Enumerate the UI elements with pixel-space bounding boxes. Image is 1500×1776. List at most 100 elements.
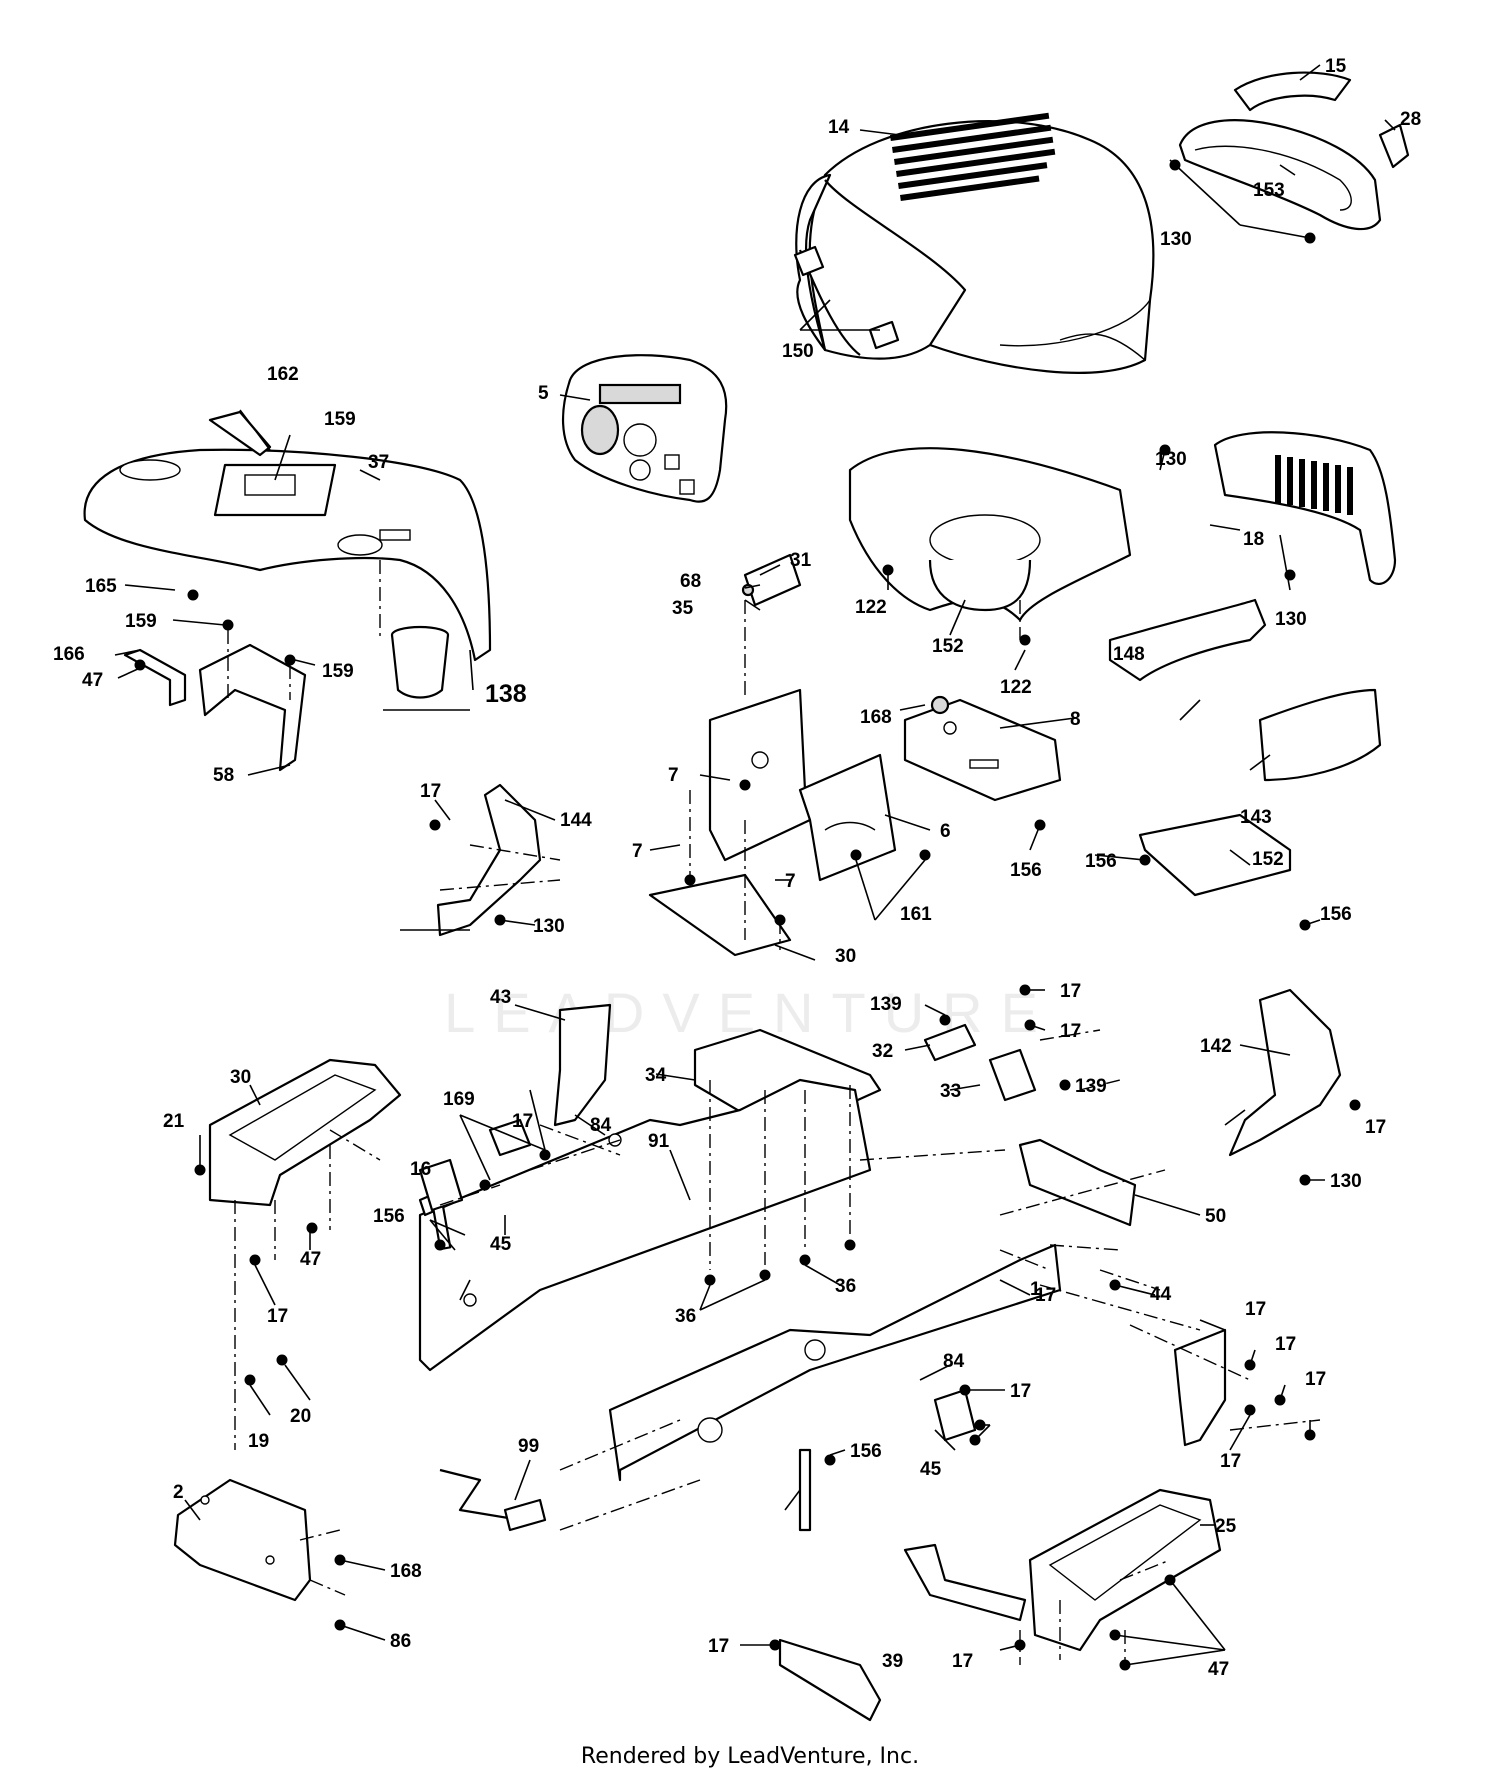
callout-36-a: 36: [675, 1306, 696, 1327]
support-bracket-part: [436, 783, 542, 937]
callout-130-c: 130: [1155, 449, 1187, 470]
callout-159-a: 159: [125, 611, 157, 632]
hood-part: [793, 112, 1155, 374]
footrest-right-part: [1028, 1488, 1222, 1652]
callout-36-b: 36: [835, 1276, 856, 1297]
callout-20: 20: [290, 1406, 311, 1427]
callout-47-c: 47: [1208, 1659, 1229, 1680]
callout-17-l: 17: [1010, 1381, 1031, 1402]
callout-58: 58: [213, 765, 234, 786]
callout-8: 8: [1070, 709, 1081, 730]
callout-1: 1: [1030, 1279, 1041, 1300]
callout-148: 150: [782, 341, 814, 362]
callout-68: 68: [680, 571, 701, 592]
callout-17-k: 17: [1220, 1451, 1241, 1472]
callout-7-b: 7: [632, 841, 643, 862]
callout-156-a: 156: [1010, 860, 1042, 881]
callout-17-m: 17: [708, 1636, 729, 1657]
leader-lines: [114, 64, 1396, 1666]
fender-part: [83, 410, 492, 662]
callout-159-c: 161: [900, 904, 932, 925]
bracket-44-part: [1173, 1328, 1227, 1447]
callout-17-i: 17: [1275, 1334, 1296, 1355]
callout-18: 18: [1243, 529, 1264, 550]
callout-122-b: 122: [1000, 677, 1032, 698]
frame-left-part: [418, 1078, 872, 1372]
callout-21: 21: [163, 1111, 185, 1132]
dash-panel-part: [848, 447, 1132, 622]
callout-50: 50: [1205, 1206, 1226, 1227]
callout-84-a: 84: [590, 1115, 612, 1136]
callout-6: 6: [940, 821, 951, 842]
callout-7-a: 7: [668, 765, 679, 786]
callout-130-e: 130: [1330, 1171, 1362, 1192]
callout-17-f: 17: [267, 1306, 288, 1327]
steering-tower-part: [708, 688, 897, 882]
callout-158: 159: [324, 409, 356, 430]
bracket-50-part: [1018, 1138, 1137, 1227]
callout-159-b: 159: [322, 661, 354, 682]
callout-17-b: 17: [1060, 981, 1081, 1002]
callout-47-a: 47: [82, 670, 103, 691]
callout-39: 39: [882, 1651, 903, 1672]
hardware-parts: [418, 553, 1037, 1532]
callout-152: 152: [1252, 849, 1284, 870]
callout-146: 148: [1113, 644, 1145, 665]
callout-143: 143: [1240, 807, 1272, 828]
callout-99: 99: [518, 1436, 539, 1457]
bracket-2-part: [173, 1478, 312, 1602]
callout-161: 162: [267, 364, 299, 385]
callout-153: 153: [1253, 180, 1285, 201]
lift-handle-part: [439, 1468, 547, 1532]
mounting-plate-part: [903, 698, 1062, 802]
callout-17-h: 17: [1245, 1299, 1266, 1320]
callout-17-c: 17: [1060, 1021, 1081, 1042]
footrest-left-part: [208, 1058, 402, 1207]
cup-holder-part: [390, 625, 450, 699]
alignment-lines: [227, 560, 1321, 1670]
callout-35: 35: [672, 598, 694, 619]
callout-166: 168: [390, 1561, 422, 1582]
bracket-part: [123, 643, 307, 772]
callout-47-b: 47: [300, 1249, 321, 1270]
callout-84-b: 84: [943, 1351, 965, 1372]
callout-14: 14: [828, 117, 850, 138]
callout-19: 19: [248, 1431, 269, 1452]
callout-30: 30: [835, 946, 856, 967]
callout-130-b: 130: [533, 916, 565, 937]
callout-130-a: 130: [1160, 229, 1192, 250]
bracket-39-part: [778, 1638, 882, 1722]
callout-156-e: 156: [850, 1441, 882, 1462]
bracket-142-part: [1228, 988, 1342, 1157]
callout-32: 32: [872, 1041, 893, 1062]
callout-17-g: 17: [1035, 1285, 1056, 1306]
callout-37: 37: [368, 452, 389, 473]
dashboard-part: [562, 354, 728, 503]
callout-17-d: 17: [1365, 1117, 1386, 1138]
callout-156-b: 156: [1085, 851, 1117, 872]
callout-122-a: 122: [855, 597, 887, 618]
side-panel-part: [1108, 598, 1382, 782]
footer-credit: Rendered by LeadVenture, Inc.: [580, 1744, 920, 1769]
callout-165: 166: [53, 644, 85, 665]
callout-17-j: 17: [1305, 1369, 1326, 1390]
callout-86: 86: [390, 1631, 411, 1652]
callout-17-a: 17: [420, 781, 441, 802]
callout-139-b: 139: [1075, 1076, 1107, 1097]
bracket-43-part: [553, 1003, 612, 1127]
callout-156-d: 156: [373, 1206, 405, 1227]
callout-43: 43: [490, 987, 511, 1008]
callout-150: 152: [932, 636, 964, 657]
callout-24: 25: [1215, 1516, 1237, 1537]
callout-45-b: 45: [920, 1459, 942, 1480]
callout-34: 34: [645, 1065, 667, 1086]
callout-45-a: 45: [490, 1234, 512, 1255]
grille-insert-part: [1178, 71, 1410, 231]
callout-144: 144: [560, 810, 592, 831]
callout-130-d: 130: [1275, 609, 1307, 630]
callout-167: 168: [860, 707, 892, 728]
callout-162: 165: [85, 576, 117, 597]
callout-labels: 14 15 28 153 130 150 5 162 159 37 165 15…: [53, 56, 1421, 1680]
callout-91: 91: [648, 1131, 670, 1152]
